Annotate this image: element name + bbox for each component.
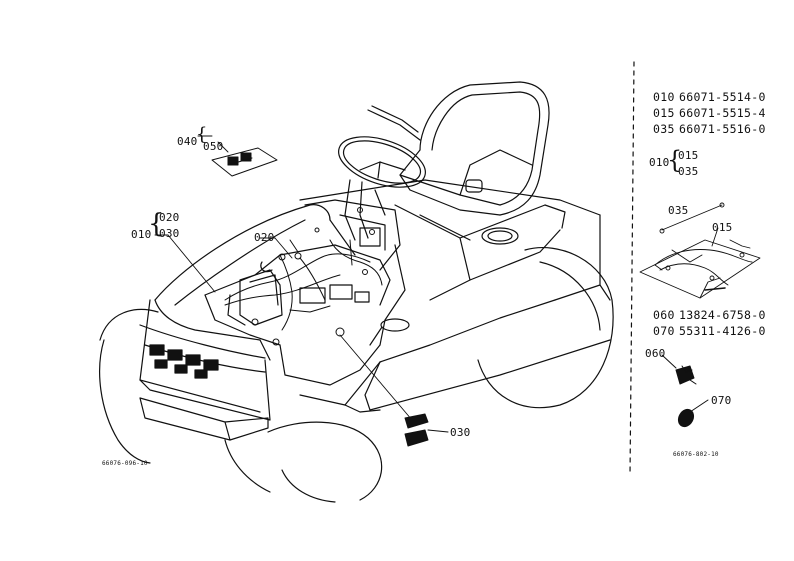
- sub-harness-drawing: [640, 203, 760, 298]
- dash-markers: [290, 228, 319, 252]
- callout-010: 010: [131, 228, 152, 241]
- callout-030-top: 030: [159, 227, 180, 240]
- callout-brace-040: {: [196, 124, 208, 145]
- drawing-code-left: 66076-096-10: [102, 460, 148, 467]
- part-number: 55311-4126-0: [679, 324, 766, 338]
- part-ref: 035: [653, 122, 675, 136]
- connectors-030: [405, 414, 448, 446]
- part-number: 66071-5516-0: [679, 122, 766, 136]
- parts-list-row: 035 66071-5516-0: [653, 123, 766, 136]
- callout-040: 040: [177, 135, 198, 148]
- part-number: 66071-5514-0: [679, 90, 766, 104]
- callout-020-mid: 020: [254, 231, 275, 244]
- parts-list-row: 010 66071-5514-0: [653, 91, 766, 104]
- harness-callout-015: 015: [712, 221, 733, 234]
- panel-divider: [630, 62, 634, 475]
- callout-070: 070: [711, 394, 732, 407]
- parts-list-row: 015 66071-5515-4: [653, 107, 766, 120]
- callout-050: 050: [203, 140, 224, 153]
- part-ref: 070: [653, 324, 675, 338]
- part-number: 13824-6758-0: [679, 308, 766, 322]
- part-ref: 015: [653, 106, 675, 120]
- assembly-brace: {: [667, 146, 683, 174]
- parts-list-row: 060 13824-6758-0: [653, 309, 766, 322]
- callout-030-bottom: 030: [450, 426, 471, 439]
- callout-brace-010: {: [148, 209, 165, 239]
- assembly-parent-010: 010: [649, 156, 670, 169]
- callout-060: 060: [645, 347, 666, 360]
- harness-callout-035: 035: [668, 204, 689, 217]
- assembly-child-015: 015: [678, 149, 699, 162]
- assembly-child-035: 035: [678, 165, 699, 178]
- part-number: 66071-5515-4: [679, 106, 766, 120]
- leader-lines: [155, 136, 412, 420]
- small-parts-drawing: [662, 355, 708, 429]
- tractor-body: [100, 82, 614, 502]
- part-ref: 060: [653, 308, 675, 322]
- part-ref: 010: [653, 90, 675, 104]
- connector-040-050: [212, 148, 277, 176]
- parts-list-row: 070 55311-4126-0: [653, 325, 766, 338]
- drawing-code-right: 66076-802-10: [673, 451, 719, 458]
- callout-020-top: 020: [159, 211, 180, 224]
- main-wiring-harness: [225, 208, 382, 346]
